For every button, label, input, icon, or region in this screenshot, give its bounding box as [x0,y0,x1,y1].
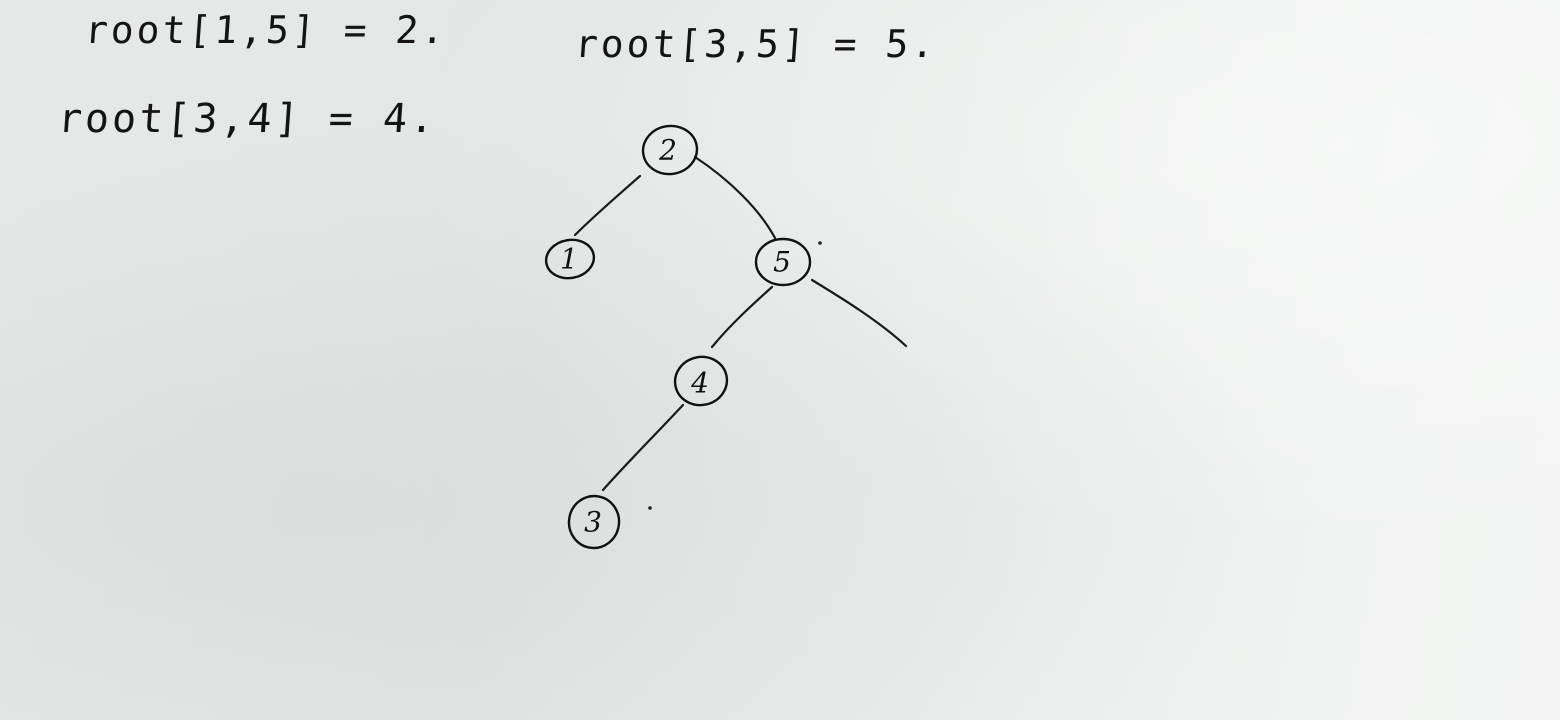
tree-node-3: 3 [567,494,621,550]
node-label-2: 2 [658,134,677,167]
tree-node-2: 2 [641,124,699,176]
pen-dot [818,241,822,245]
node-label-4: 4 [690,367,709,400]
edge-2-1 [573,174,642,237]
edge-5-4 [710,285,774,349]
node-label-3: 3 [584,506,602,539]
tree-node-5: 5 [754,237,812,287]
edge-5-right-empty [810,278,908,348]
tree-node-1: 1 [544,238,596,280]
edge-4-3 [601,403,685,492]
tree-node-4: 4 [673,355,729,407]
node-label-1: 1 [560,243,578,276]
edge-2-5 [693,155,777,240]
pen-dot [648,506,652,510]
node-label-5: 5 [773,246,791,279]
